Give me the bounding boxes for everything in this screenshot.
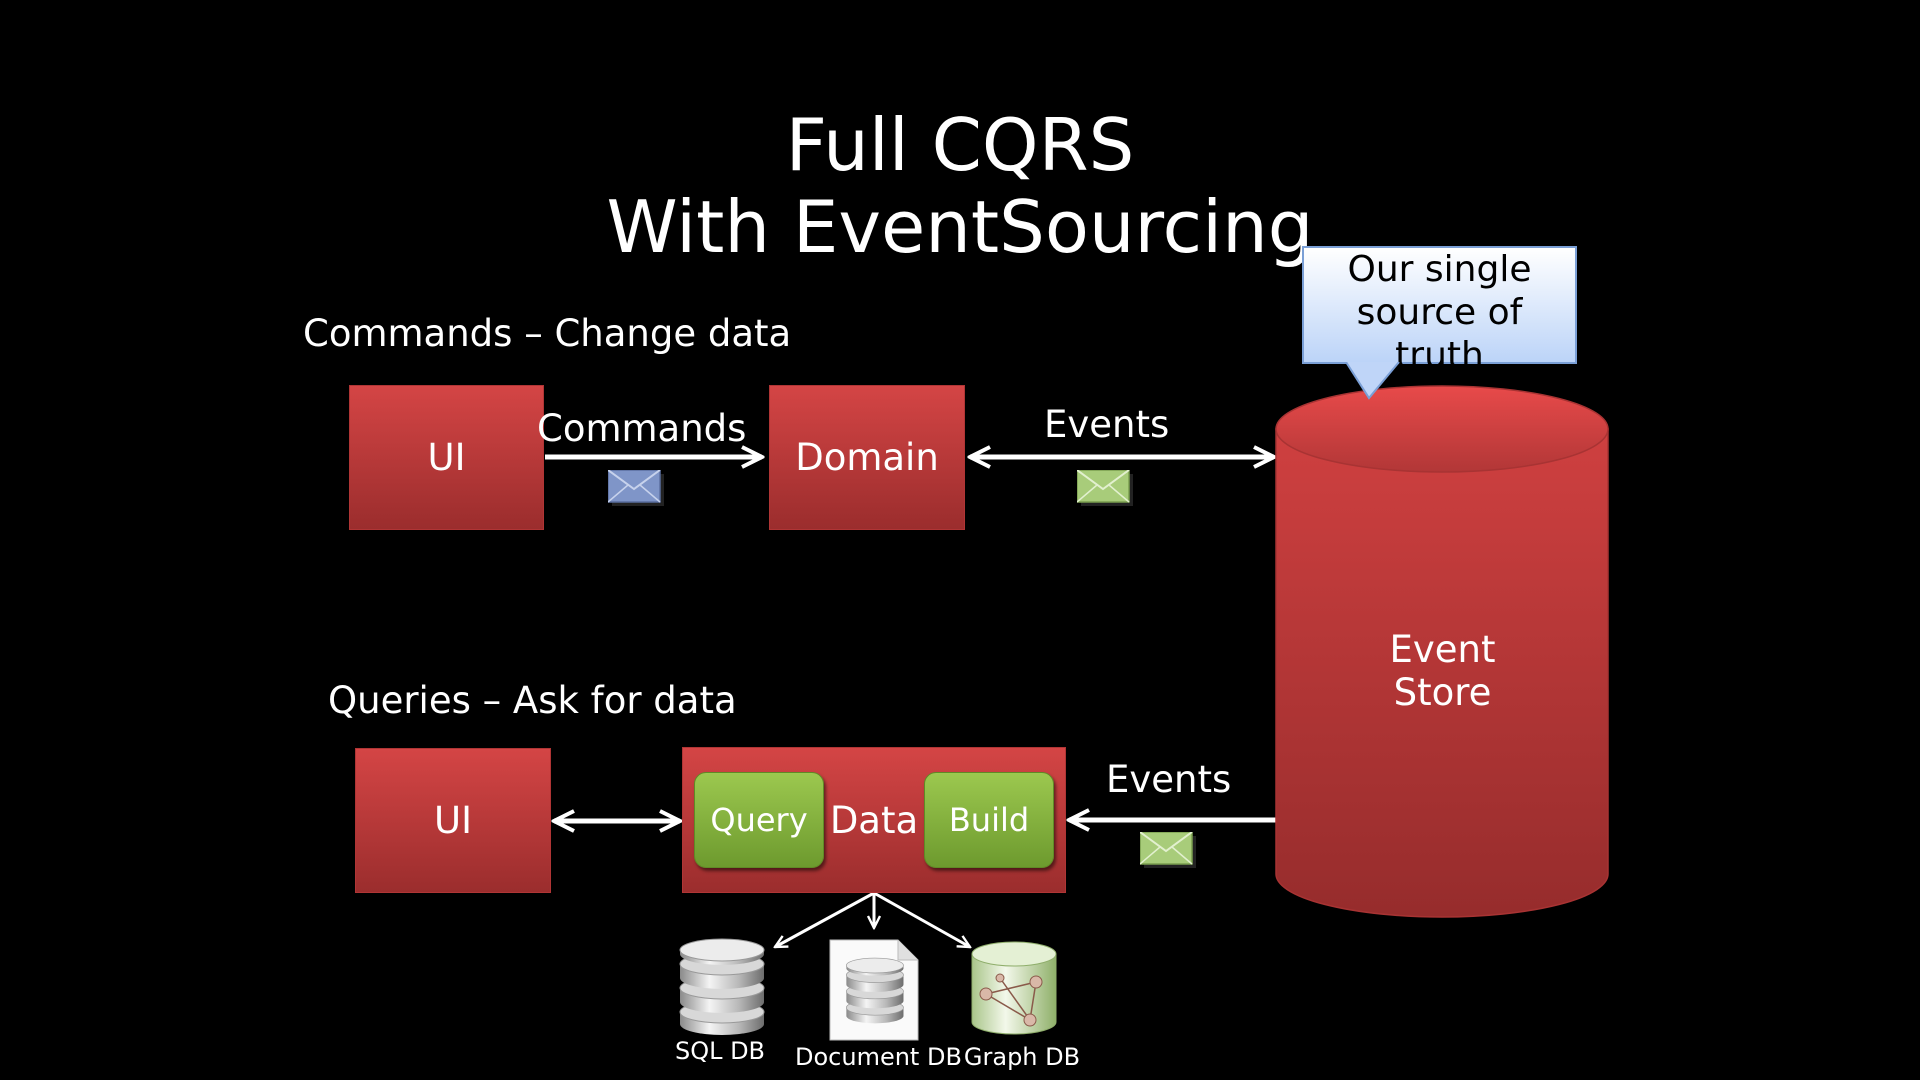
queries-section-label: Queries – Ask for data <box>328 679 737 722</box>
graph-db-icon <box>971 941 1057 1035</box>
title-line-2: With EventSourcing <box>606 185 1314 269</box>
event-store-label: Event Store <box>1275 628 1610 714</box>
event-store-label-line-1: Event <box>1389 628 1496 671</box>
queries-ui-box: UI <box>355 748 551 893</box>
store-events-label: Events <box>1106 758 1232 801</box>
domain-label: Domain <box>795 436 939 479</box>
document-db-icon <box>829 939 919 1041</box>
truth-callout-text: Our single source of truth <box>1347 249 1532 376</box>
event-store-cylinder <box>1275 385 1609 918</box>
title-line-1: Full CQRS <box>785 103 1135 187</box>
callout-pointer <box>1345 362 1400 400</box>
data-to-sql-arrow <box>775 891 875 949</box>
data-to-graph-arrow <box>873 891 970 947</box>
build-box: Build <box>924 772 1054 868</box>
domain-events-label: Events <box>1044 403 1170 446</box>
document-db-label: Document DB <box>795 1043 962 1071</box>
query-box: Query <box>694 772 824 868</box>
green-envelope-icon-queries <box>1140 832 1196 868</box>
event-store-label-line-2: Store <box>1393 671 1492 714</box>
query-label: Query <box>710 801 808 839</box>
sql-db-label: SQL DB <box>674 1037 766 1065</box>
queries-ui-label: UI <box>434 799 472 842</box>
commands-arrow-label: Commands <box>537 407 747 450</box>
data-label: Data <box>829 798 919 842</box>
commands-section-label: Commands – Change data <box>303 312 792 355</box>
commands-ui-box: UI <box>349 385 544 530</box>
sql-db-icon <box>679 938 765 1035</box>
truth-callout: Our single source of truth <box>1302 246 1577 376</box>
blue-envelope-icon <box>608 470 664 506</box>
domain-box: Domain <box>769 385 965 530</box>
commands-ui-label: UI <box>427 436 466 479</box>
build-label: Build <box>948 801 1030 839</box>
graph-db-label: Graph DB <box>963 1043 1081 1071</box>
green-envelope-icon <box>1077 470 1133 506</box>
